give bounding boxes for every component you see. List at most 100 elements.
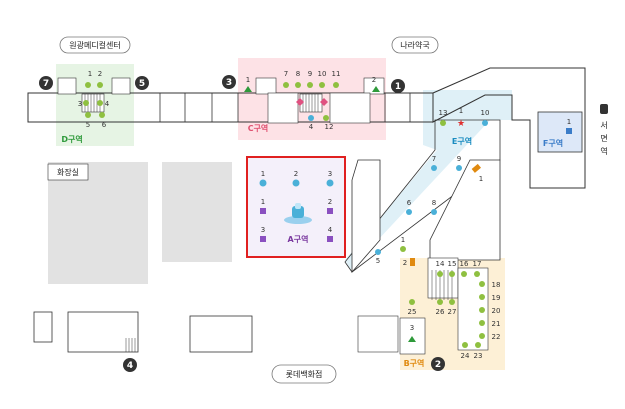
- c-marker-9[interactable]: 9: [307, 70, 313, 88]
- b-marker-24[interactable]: 24: [461, 342, 470, 360]
- exit-3[interactable]: 3: [222, 75, 236, 89]
- svg-text:1: 1: [261, 170, 265, 178]
- exit-1[interactable]: 1: [391, 79, 405, 93]
- svg-text:2: 2: [294, 170, 298, 178]
- svg-text:3: 3: [78, 100, 82, 108]
- svg-text:2: 2: [328, 198, 332, 206]
- exit-2[interactable]: 2: [431, 357, 445, 371]
- a-marker-bot-3[interactable]: 3: [260, 226, 266, 242]
- c-marker-4[interactable]: 4: [308, 115, 314, 131]
- c-marker-12[interactable]: 12: [323, 115, 333, 131]
- svg-text:4: 4: [328, 226, 333, 234]
- svg-text:18: 18: [492, 281, 501, 289]
- zone-label-e: E구역: [452, 136, 472, 146]
- e-marker-7[interactable]: 7: [431, 155, 437, 171]
- svg-text:3: 3: [328, 170, 332, 178]
- exit-4[interactable]: 4: [123, 358, 137, 372]
- svg-text:6: 6: [102, 121, 107, 129]
- b-marker-26[interactable]: 26: [436, 299, 445, 316]
- a-marker-top-2[interactable]: 2: [292, 170, 300, 187]
- svg-text:1: 1: [395, 82, 401, 92]
- svg-text:13: 13: [439, 109, 448, 117]
- f-zone-area: [538, 112, 582, 152]
- exit-5[interactable]: 5: [135, 76, 149, 90]
- c-pink-diamond-1[interactable]: [296, 98, 304, 106]
- svg-text:9: 9: [457, 155, 461, 163]
- d-marker-6[interactable]: 6: [99, 112, 107, 129]
- svg-text:4: 4: [127, 361, 133, 371]
- svg-text:5: 5: [376, 257, 380, 265]
- svg-text:12: 12: [325, 123, 334, 131]
- c-marker-2-triangle[interactable]: 2: [372, 76, 380, 92]
- c-marker-10[interactable]: 10: [318, 70, 327, 88]
- svg-text:11: 11: [332, 70, 341, 78]
- a-marker-mid-2[interactable]: 2: [327, 198, 333, 214]
- svg-text:2: 2: [403, 259, 407, 267]
- d-marker-4[interactable]: 4: [97, 100, 110, 108]
- b-marker-18[interactable]: 18: [479, 281, 500, 289]
- e-marker-2[interactable]: 2: [403, 258, 415, 267]
- zone-label-a: A구역: [288, 234, 309, 244]
- b-marker-15[interactable]: 15: [448, 260, 457, 277]
- c-marker-11[interactable]: 11: [332, 70, 341, 88]
- svg-text:7: 7: [284, 70, 288, 78]
- b-marker-21[interactable]: 21: [479, 320, 500, 328]
- b-marker-25[interactable]: 25: [408, 299, 417, 316]
- restroom-block: [48, 162, 148, 284]
- f-marker-1[interactable]: 1: [566, 118, 572, 134]
- svg-text:10: 10: [481, 109, 490, 117]
- e-marker-8[interactable]: 8: [431, 199, 437, 215]
- svg-text:7: 7: [43, 79, 49, 89]
- b-marker-14[interactable]: 14: [436, 260, 445, 277]
- d-marker-5[interactable]: 5: [85, 112, 91, 129]
- svg-text:20: 20: [492, 307, 501, 315]
- svg-text:★: ★: [457, 119, 465, 129]
- d-marker-1[interactable]: 1: [85, 70, 92, 88]
- c-pink-diamond-2[interactable]: [320, 98, 328, 106]
- svg-text:4: 4: [309, 123, 314, 131]
- b-marker-23[interactable]: 23: [474, 342, 483, 360]
- svg-text:5: 5: [86, 121, 90, 129]
- b-marker-19[interactable]: 19: [479, 294, 500, 302]
- e-marker-5[interactable]: 5: [375, 249, 381, 265]
- b-marker-3-triangle[interactable]: 3: [408, 324, 416, 342]
- exit-7[interactable]: 7: [39, 76, 53, 90]
- d-marker-3[interactable]: 3: [78, 100, 89, 108]
- svg-text:1: 1: [401, 236, 405, 244]
- a-marker-bot-4[interactable]: 4: [327, 226, 333, 242]
- svg-text:6: 6: [407, 199, 412, 207]
- e-marker-10[interactable]: 10: [481, 109, 490, 126]
- e-marker-1-right[interactable]: 1: [471, 163, 484, 183]
- a-marker-top-1[interactable]: 1: [259, 170, 267, 187]
- c-marker-1-triangle[interactable]: 1: [244, 76, 252, 92]
- svg-text:3: 3: [226, 78, 232, 88]
- zone-label-f: F구역: [543, 138, 563, 148]
- e-marker-1-left[interactable]: 1: [400, 236, 406, 252]
- a-marker-top-3[interactable]: 3: [326, 170, 334, 187]
- svg-text:16: 16: [460, 260, 469, 268]
- b-marker-17[interactable]: 17: [473, 260, 482, 277]
- zone-label-d: D구역: [61, 134, 82, 144]
- b-marker-16[interactable]: 16: [460, 260, 469, 277]
- svg-text:14: 14: [436, 260, 445, 268]
- c-marker-7[interactable]: 7: [283, 70, 289, 88]
- e-marker-13[interactable]: 13: [439, 109, 448, 126]
- e-marker-6[interactable]: 6: [406, 199, 412, 215]
- b-marker-22[interactable]: 22: [479, 333, 500, 341]
- svg-text:15: 15: [448, 260, 457, 268]
- b-marker-27[interactable]: 27: [448, 299, 457, 316]
- svg-text:22: 22: [492, 333, 501, 341]
- d-stairs: [81, 93, 105, 113]
- e-marker-9[interactable]: 9: [456, 155, 462, 171]
- zone-label-b: B구역: [404, 358, 425, 368]
- svg-text:1: 1: [567, 118, 571, 126]
- e-marker-star[interactable]: ★1: [457, 107, 465, 129]
- svg-text:1: 1: [479, 175, 483, 183]
- c-marker-8[interactable]: 8: [295, 70, 301, 88]
- b-marker-20[interactable]: 20: [479, 307, 500, 315]
- svg-text:4: 4: [105, 100, 110, 108]
- svg-text:17: 17: [473, 260, 482, 268]
- d-marker-2[interactable]: 2: [97, 70, 103, 88]
- a-marker-mid-1[interactable]: 1: [260, 198, 266, 214]
